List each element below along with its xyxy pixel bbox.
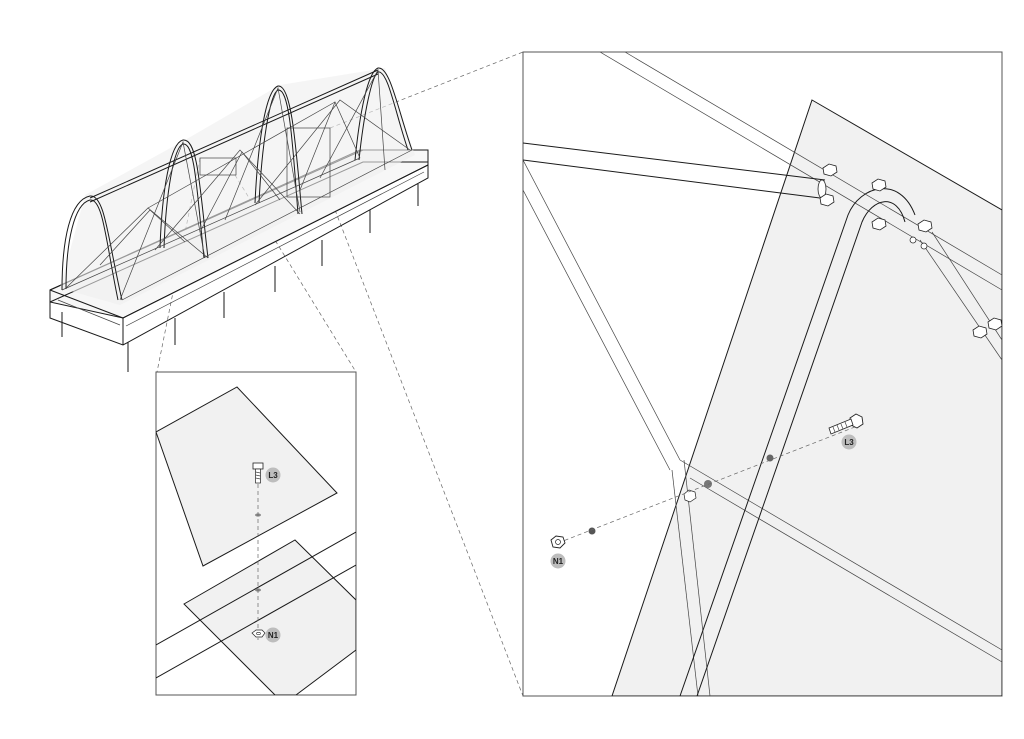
glazing-panel xyxy=(611,99,1002,696)
callout-nut-small: N1 xyxy=(265,627,281,643)
background-tubes xyxy=(523,52,1002,696)
fastener-axis xyxy=(557,424,861,544)
rail-upper-edge xyxy=(156,531,356,646)
lower-panel xyxy=(183,539,356,695)
large-bolt-icon xyxy=(828,413,864,435)
callout-nut-large: N1 xyxy=(550,553,566,569)
callout-bolt-label: L3 xyxy=(268,471,278,480)
callout-bolt-large: L3 xyxy=(841,434,857,450)
detail-view-arch-joint: L3 N1 xyxy=(522,51,1003,697)
callout-bolt-small: L3 xyxy=(265,467,281,483)
joint-nuts xyxy=(819,163,1002,339)
mid-joint xyxy=(588,454,774,535)
large-nut-icon xyxy=(550,535,566,549)
callout-nut-large-label: N1 xyxy=(553,557,564,566)
detail-view-bolt-through-panel: L3 N1 xyxy=(155,371,357,696)
roof-glazing xyxy=(60,68,415,305)
rail-lower-edge xyxy=(156,564,356,679)
bolt-icon xyxy=(252,462,264,484)
greenhouse-overview xyxy=(49,67,429,372)
side-pole xyxy=(523,142,827,199)
detail-region-markers xyxy=(199,127,331,198)
ground-stakes xyxy=(61,184,419,372)
callout-bolt-large-label: L3 xyxy=(844,438,854,447)
nut-icon xyxy=(251,629,266,638)
frame-braces xyxy=(61,68,413,301)
upper-panel xyxy=(156,386,338,567)
callout-nut-label: N1 xyxy=(268,631,279,640)
